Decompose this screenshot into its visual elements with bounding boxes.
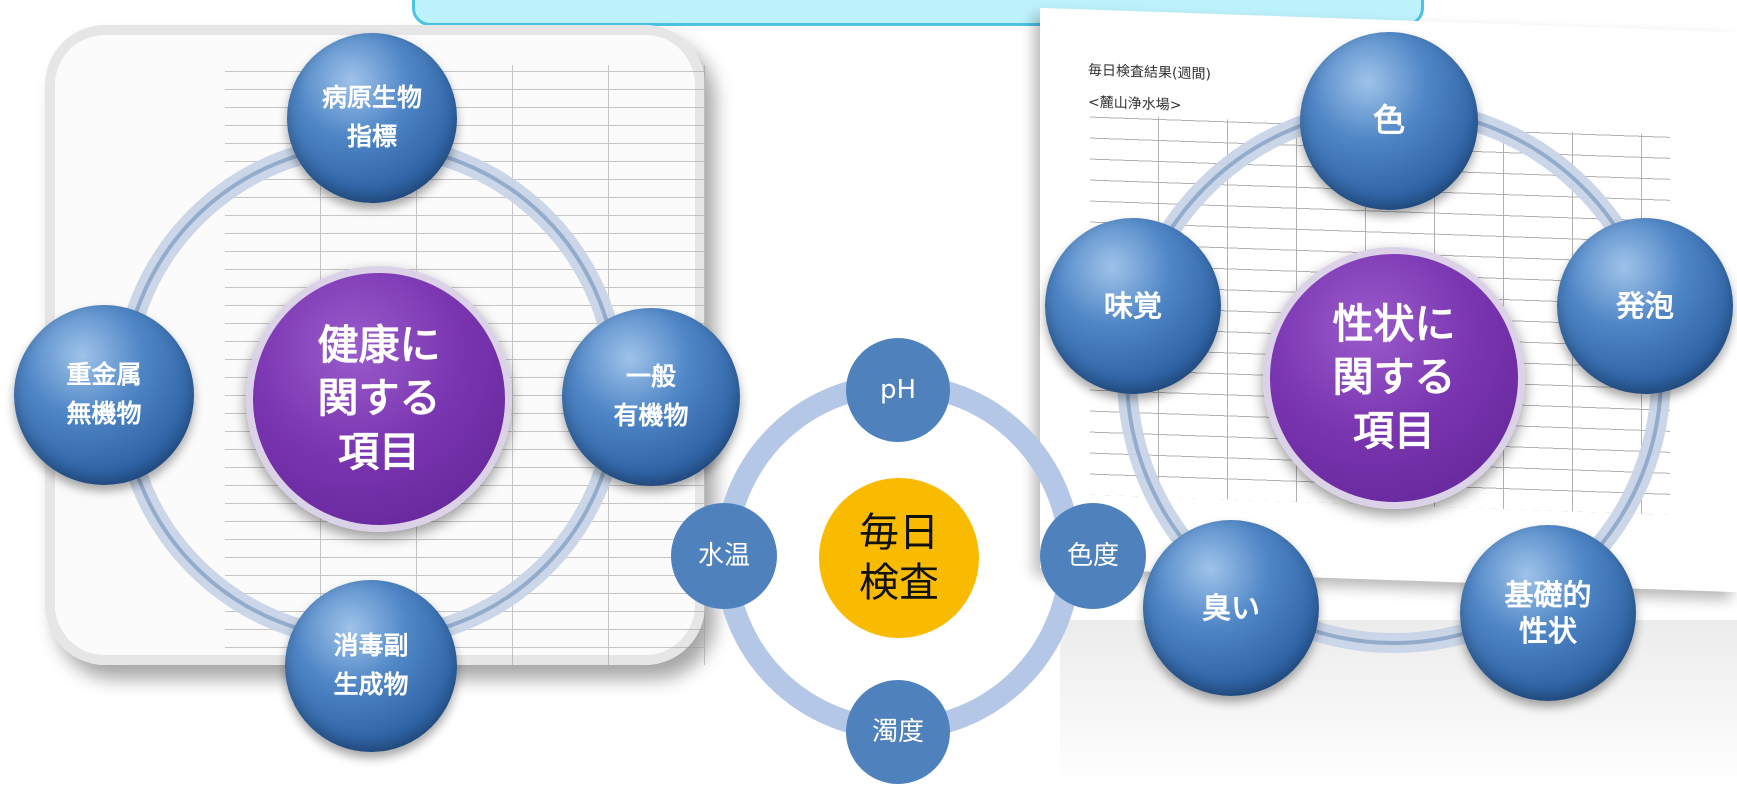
right-node-odor-label: 臭い (1201, 590, 1260, 625)
right-node-foaming: 発泡 (1557, 218, 1733, 394)
right-node-color: 色 (1300, 32, 1478, 210)
middle-center-node: 毎日 検査 (819, 478, 979, 638)
left-node-disinfection: 消毒副 生成物 (285, 580, 457, 752)
right-node-basic-properties: 基礎的 性状 (1460, 525, 1636, 701)
right-node-taste: 味覚 (1045, 218, 1221, 394)
right-center-node: 性状に 関する 項目 (1263, 247, 1525, 509)
middle-node-water-temp-label: 水温 (697, 540, 750, 571)
left-node-metals-label: 重金属 無機物 (66, 360, 142, 428)
middle-node-color-degree-label: 色度 (1066, 540, 1119, 571)
right-node-odor: 臭い (1143, 520, 1319, 696)
middle-node-turbidity-label: 濁度 (871, 716, 924, 747)
right-node-basic-properties-label: 基礎的 性状 (1504, 577, 1592, 648)
middle-node-ph: pH (846, 338, 950, 442)
right-node-foaming-label: 発泡 (1615, 288, 1674, 323)
middle-node-ph-label: pH (879, 374, 917, 405)
left-node-disinfection-label: 消毒副 生成物 (333, 631, 409, 699)
middle-node-turbidity: 濁度 (846, 680, 950, 784)
left-node-organic-label: 一般 有機物 (613, 362, 689, 430)
left-node-pathogen-label: 病原生物 指標 (321, 83, 422, 151)
right-node-taste-label: 味覚 (1103, 288, 1162, 323)
top-banner (412, 0, 1424, 26)
left-node-organic: 一般 有機物 (562, 308, 740, 486)
left-node-metals: 重金属 無機物 (14, 305, 194, 485)
middle-center-label: 毎日 検査 (859, 510, 939, 606)
right-node-color-label: 色 (1372, 101, 1405, 140)
middle-node-water-temp: 水温 (671, 503, 777, 609)
middle-node-color-degree: 色度 (1040, 503, 1146, 609)
left-node-pathogen: 病原生物 指標 (287, 33, 457, 203)
left-center-label: 健康に 関する 項目 (317, 321, 441, 476)
right-center-label: 性状に 関する 項目 (1332, 300, 1456, 455)
left-center-node: 健康に 関する 項目 (246, 266, 512, 532)
